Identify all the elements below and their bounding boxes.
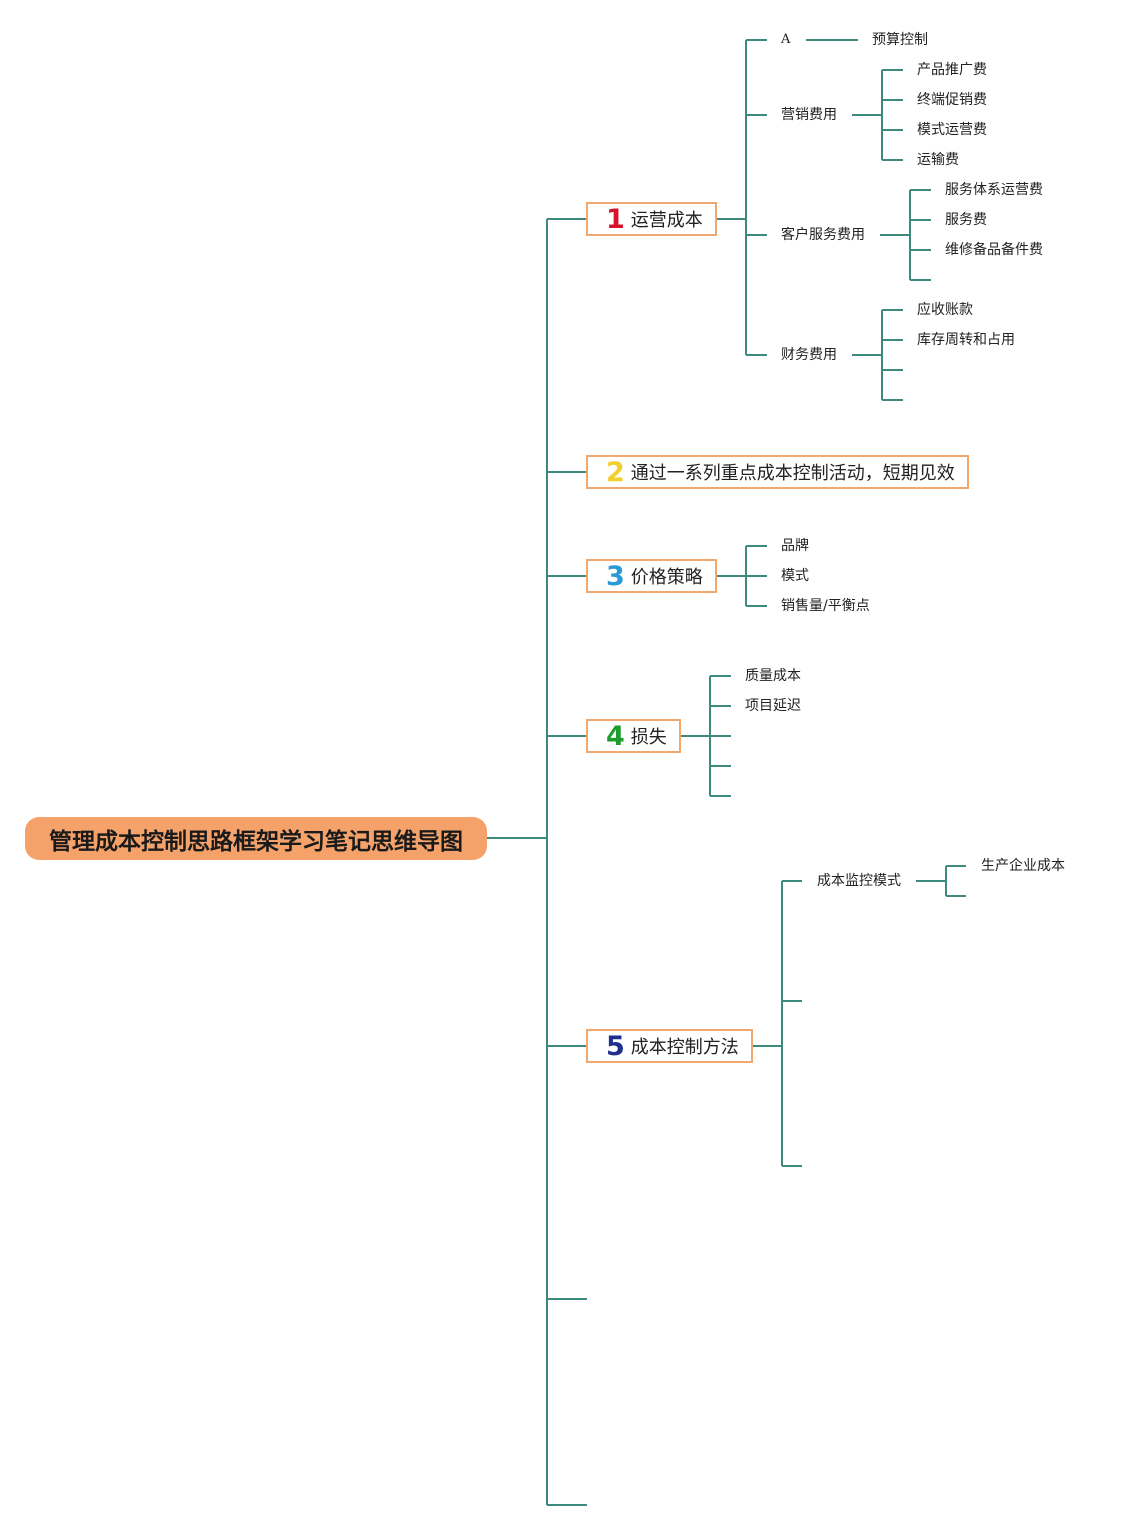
branch-1-operating-cost[interactable]: 1 运营成本 — [586, 202, 717, 236]
node-marketing-expense[interactable]: 营销费用 — [781, 107, 837, 123]
node-receivables[interactable]: 应收账款 — [917, 302, 973, 318]
node-mode[interactable]: 模式 — [781, 568, 809, 584]
branch-label-2: 通过一系列重点成本控制活动，短期见效 — [630, 463, 955, 484]
node-inventory[interactable]: 库存周转和占用 — [917, 332, 1015, 348]
node-sales-volume[interactable]: 销售量/平衡点 — [781, 598, 870, 614]
root-topic[interactable]: 管理成本控制思路框架学习笔记思维导图 — [25, 817, 487, 860]
node-service-fee[interactable]: 服务费 — [945, 212, 987, 228]
branch-number-4: 4 — [606, 720, 625, 752]
branch-label-5: 成本控制方法 — [630, 1037, 739, 1058]
branch-label-3: 价格策略 — [630, 567, 703, 588]
branch-label-4: 损失 — [630, 727, 667, 748]
branch-5-control-method[interactable]: 5 成本控制方法 — [586, 1029, 753, 1063]
branch-number-5: 5 — [606, 1030, 625, 1062]
node-product-promotion[interactable]: 产品推广费 — [917, 62, 987, 78]
node-spare-parts[interactable]: 维修备品备件费 — [945, 242, 1043, 258]
root-title: 管理成本控制思路框架学习笔记思维导图 — [49, 828, 463, 855]
node-transport[interactable]: 运输费 — [917, 152, 959, 168]
node-quality-cost[interactable]: 质量成本 — [745, 668, 801, 684]
branch-number-2: 2 — [606, 456, 625, 488]
node-monitoring-mode[interactable]: 成本监控模式 — [817, 873, 901, 889]
branch-3-price-strategy[interactable]: 3 价格策略 — [586, 559, 717, 593]
node-brand[interactable]: 品牌 — [781, 538, 809, 554]
branch-2-short-term[interactable]: 2 通过一系列重点成本控制活动，短期见效 — [586, 455, 969, 489]
node-customer-service[interactable]: 客户服务费用 — [781, 227, 865, 243]
branch-number-1: 1 — [606, 203, 625, 235]
node-budget-control[interactable]: 预算控制 — [872, 32, 928, 48]
node-service-system[interactable]: 服务体系运营费 — [945, 182, 1043, 198]
node-terminal-promotion[interactable]: 终端促销费 — [917, 92, 987, 108]
branch-label-1: 运营成本 — [630, 210, 703, 231]
branch-number-3: 3 — [606, 560, 625, 592]
node-project-delay[interactable]: 项目延迟 — [745, 698, 801, 714]
node-production-cost[interactable]: 生产企业成本 — [981, 858, 1065, 874]
node-mode-operation[interactable]: 模式运营费 — [917, 122, 987, 138]
node-a[interactable]: A — [781, 32, 791, 47]
node-finance-expense[interactable]: 财务费用 — [781, 347, 837, 363]
branch-4-loss[interactable]: 4 损失 — [586, 719, 681, 753]
